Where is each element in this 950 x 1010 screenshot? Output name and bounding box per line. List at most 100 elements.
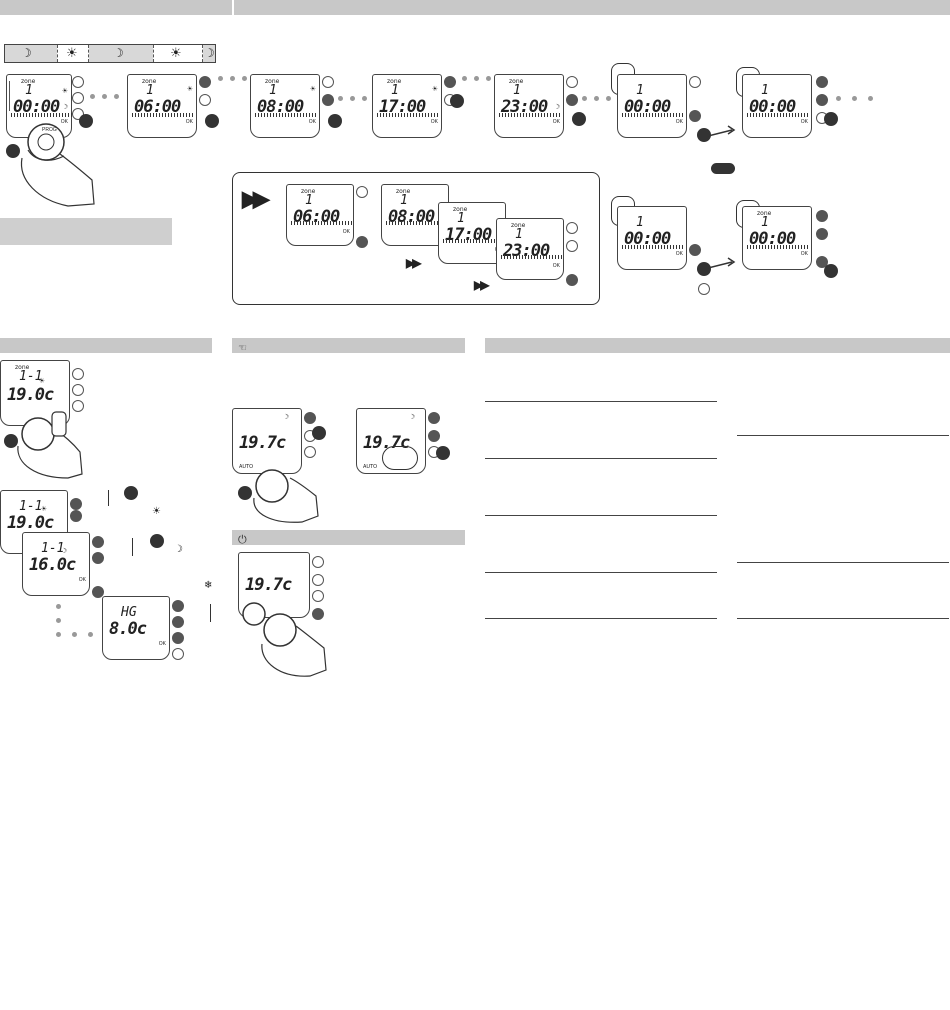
side-button[interactable]: [172, 632, 184, 644]
sun-icon: ☀: [38, 378, 45, 385]
section-header-bar: ☜: [232, 338, 465, 354]
arrow-icon: [210, 604, 211, 622]
section-header-bar: [485, 338, 950, 353]
hour-ticks: [747, 113, 809, 117]
time-readout: 06:00: [134, 97, 181, 117]
zone-number: 1: [513, 83, 521, 98]
side-button[interactable]: [199, 76, 211, 88]
side-button[interactable]: [428, 412, 440, 424]
step-marker: [312, 426, 326, 440]
sun-icon: ☀: [66, 45, 78, 60]
side-button[interactable]: [199, 94, 211, 106]
moon-icon: ☽: [174, 544, 183, 555]
side-button[interactable]: [172, 616, 184, 628]
side-button[interactable]: [92, 536, 104, 548]
ok-label: OK: [675, 119, 683, 125]
zone-number: 1: [25, 83, 33, 98]
side-button[interactable]: [72, 368, 84, 380]
lcd-display: zone 1 06:00 OK: [286, 184, 354, 246]
divider: [485, 572, 717, 573]
ok-label: OK: [800, 251, 808, 257]
hour-ticks: [622, 245, 684, 249]
side-button[interactable]: [312, 590, 324, 602]
hour-ticks: [501, 255, 563, 259]
temperature-readout: 19.7c: [245, 575, 292, 595]
side-button[interactable]: [70, 510, 82, 522]
section-header-bar: [0, 0, 232, 15]
side-button[interactable]: [816, 94, 828, 106]
step-marker: [205, 114, 219, 128]
ok-label: OK: [800, 119, 808, 125]
hand-dial-icon: [242, 602, 327, 677]
side-button[interactable]: [172, 600, 184, 612]
sun-icon: ☀: [186, 86, 193, 93]
time-readout: 00:00: [749, 229, 796, 249]
side-button[interactable]: [70, 498, 82, 510]
side-button[interactable]: [304, 446, 316, 458]
side-button[interactable]: [689, 76, 701, 88]
side-button[interactable]: [428, 430, 440, 442]
side-button[interactable]: [816, 256, 828, 268]
step-marker: [436, 446, 450, 460]
side-button[interactable]: [304, 412, 316, 424]
side-button[interactable]: [172, 648, 184, 660]
side-button[interactable]: [322, 76, 334, 88]
sun-icon: ☀: [61, 88, 68, 95]
moon-icon: ☽: [282, 414, 289, 421]
time-readout: 00:00: [624, 97, 671, 117]
side-button[interactable]: [689, 244, 701, 256]
step-marker: [572, 112, 586, 126]
side-button[interactable]: [312, 574, 324, 586]
hand-dial-icon: [20, 123, 95, 207]
side-button[interactable]: [72, 384, 84, 396]
side-button[interactable]: [566, 222, 578, 234]
side-button[interactable]: [816, 210, 828, 222]
side-button[interactable]: [312, 556, 324, 568]
hand-dial-icon: [253, 469, 319, 523]
side-button[interactable]: [312, 608, 324, 620]
frost-label: HG: [121, 605, 137, 620]
side-button[interactable]: [566, 240, 578, 252]
side-button[interactable]: [444, 76, 456, 88]
side-button[interactable]: [356, 236, 368, 248]
time-readout: 00:00: [624, 229, 671, 249]
side-button[interactable]: [72, 92, 84, 104]
step-marker: [4, 434, 18, 448]
section-header-bar: [0, 338, 212, 353]
lcd-display: zone 1 17:00 ☀ OK: [372, 74, 442, 138]
side-button[interactable]: [92, 586, 104, 598]
ok-label: OK: [60, 119, 68, 125]
hour-ticks: [11, 113, 73, 117]
side-button[interactable]: [816, 228, 828, 240]
day-program-bar: ☽ ☀ ☽ ☀ ☽: [4, 44, 216, 63]
side-button[interactable]: [566, 94, 578, 106]
side-button[interactable]: [72, 76, 84, 88]
side-button[interactable]: [816, 76, 828, 88]
auto-label: AUTO: [363, 464, 378, 470]
arrow-icon: [708, 257, 736, 269]
side-button[interactable]: [356, 186, 368, 198]
hour-ticks: [291, 221, 353, 225]
ok-label: OK: [552, 119, 560, 125]
zone-label: zone: [757, 210, 772, 217]
lcd-display: zone 1 06:00 ☀ OK: [127, 74, 197, 138]
side-button[interactable]: [566, 274, 578, 286]
side-button[interactable]: [566, 76, 578, 88]
side-button[interactable]: [322, 94, 334, 106]
step-marker: [824, 264, 838, 278]
lcd-display: zone 1 00:00 OK: [742, 206, 812, 270]
zone-number: 1-1: [41, 541, 65, 556]
fast-forward-icon: ▶▶: [242, 186, 270, 211]
ok-label: OK: [552, 263, 560, 269]
side-button[interactable]: [92, 552, 104, 564]
zone-number: 1-1: [19, 369, 43, 384]
side-button[interactable]: [689, 110, 701, 122]
time-readout: 17:00: [379, 97, 426, 117]
arrow-icon: [132, 538, 133, 556]
moon-icon: ☽: [61, 104, 68, 111]
sun-period: ☀: [57, 45, 89, 62]
time-readout: 23:00: [501, 97, 548, 117]
hand-dial-icon: [17, 411, 83, 479]
side-button[interactable]: [72, 400, 84, 412]
zone-number: 1: [146, 83, 154, 98]
